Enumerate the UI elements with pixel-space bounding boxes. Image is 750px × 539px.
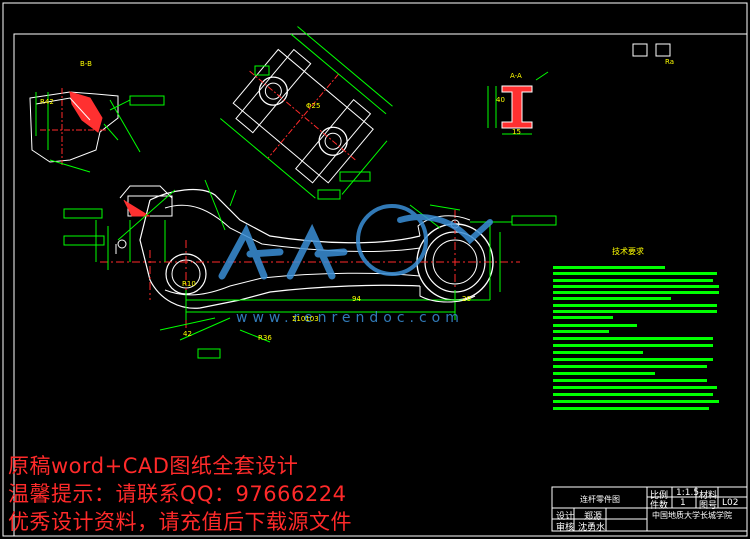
note-line xyxy=(553,304,717,307)
dim-r36: R36 xyxy=(258,334,272,342)
note-line xyxy=(553,393,713,396)
school-name: 中国地质大学长城学院 xyxy=(652,511,732,520)
dim-15: 15 xyxy=(512,128,521,136)
dim-d25: Φ25 xyxy=(306,102,321,110)
note-line xyxy=(553,285,719,288)
dim-r10: R10 xyxy=(182,280,196,288)
note-line xyxy=(553,372,655,375)
corner-box xyxy=(632,43,648,57)
dim-40: 40 xyxy=(496,96,505,104)
scale-label: 比例 xyxy=(650,491,669,501)
note-line xyxy=(553,379,707,382)
note-line xyxy=(553,310,717,313)
section-bb-view xyxy=(29,88,165,173)
material-label: 材料 xyxy=(699,491,718,501)
dim-total: Σ10103 xyxy=(292,315,319,323)
section-aa-label: A-A xyxy=(510,72,522,80)
promo-line-2: 温馨提示：请联系QQ：97666224 xyxy=(8,482,347,506)
tolerance-frame xyxy=(254,65,270,76)
title-block xyxy=(551,486,748,532)
note-line xyxy=(553,324,637,327)
connecting-rod-main-view xyxy=(63,179,557,359)
drawing-no-value: L02 xyxy=(722,498,739,508)
checker-name: 沈勇水 xyxy=(578,523,606,533)
promo-line-3: 优秀设计资料，请充值后下载源文件 xyxy=(8,510,352,534)
qty-value: 1 xyxy=(680,498,686,508)
qty-label: 件数 xyxy=(650,501,669,511)
note-line xyxy=(553,316,613,319)
roughness-label: Ra xyxy=(665,58,674,66)
watermark: www.renrendoc.com xyxy=(218,204,493,326)
promo-line-1: 原稿word+CAD图纸全套设计 xyxy=(8,454,299,478)
note-line xyxy=(553,365,707,368)
note-line xyxy=(553,266,665,269)
note-line xyxy=(553,337,713,340)
inner-border xyxy=(13,33,748,537)
dim-42: 42 xyxy=(183,330,192,338)
dim-r42: R42 xyxy=(40,98,54,106)
dim-20: 20 xyxy=(462,295,471,303)
dim-94: 94 xyxy=(352,295,361,303)
section-aa-view xyxy=(487,71,549,135)
checker-label: 审核 xyxy=(556,523,575,533)
note-line xyxy=(553,386,717,389)
tolerance-frame xyxy=(317,189,341,200)
notes-title: 技术要求 xyxy=(612,247,644,256)
note-line xyxy=(553,351,643,354)
scale-value: 1:1.5 xyxy=(676,488,700,498)
tolerance-frame xyxy=(339,171,371,182)
corner-box xyxy=(655,43,671,57)
note-line xyxy=(553,297,671,300)
note-line xyxy=(553,358,713,361)
designer-name: 郑源 xyxy=(584,512,603,522)
note-line xyxy=(553,272,717,275)
drawing-no-label: 图号 xyxy=(699,501,718,511)
watermark-url: www.renrendoc.com xyxy=(236,310,464,326)
note-line xyxy=(553,330,609,333)
note-line xyxy=(553,279,713,282)
note-line xyxy=(553,407,709,410)
part-name: 连杆零件图 xyxy=(580,495,620,504)
rod-cap-view xyxy=(220,26,393,199)
note-line xyxy=(553,400,719,403)
note-line xyxy=(553,291,719,294)
designer-label: 设计 xyxy=(556,512,575,522)
section-bb-label: B-B xyxy=(80,60,92,68)
note-line xyxy=(553,344,713,347)
